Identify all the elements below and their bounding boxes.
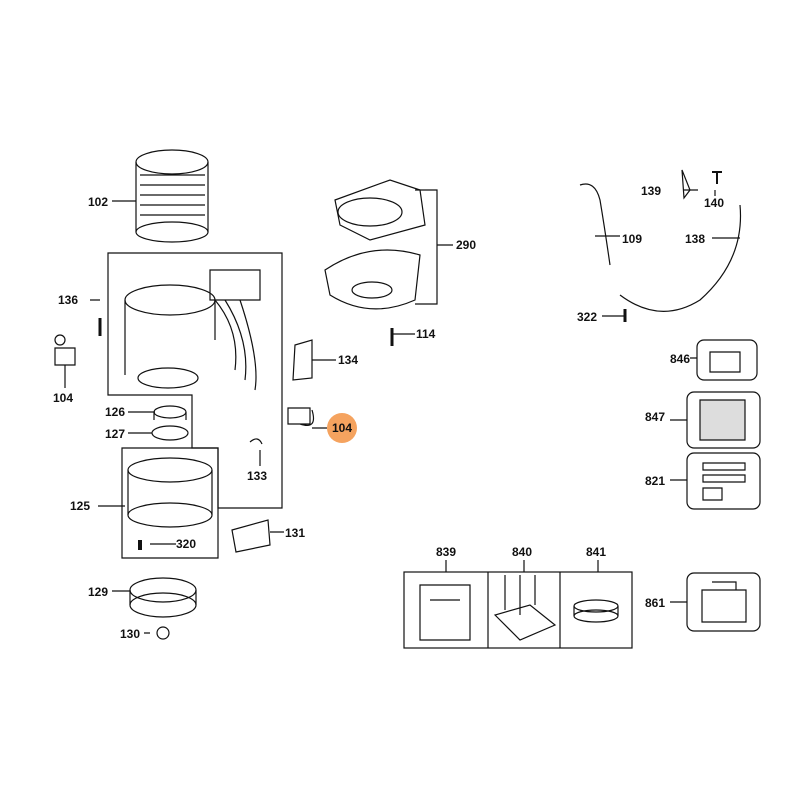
label-134[interactable]: 134	[338, 353, 359, 367]
nut-130	[156, 626, 170, 640]
leader-lines	[64, 189, 740, 634]
brush-104	[287, 407, 315, 426]
box-847	[686, 391, 761, 449]
label-130[interactable]: 130	[120, 627, 141, 641]
label-140[interactable]: 140	[704, 196, 725, 210]
label-125[interactable]: 125	[70, 499, 91, 513]
label-127[interactable]: 127	[105, 427, 126, 441]
label-126[interactable]: 126	[105, 405, 126, 419]
brush-holder-104	[54, 334, 76, 366]
gear-housing-part-290	[324, 179, 426, 310]
bracket-134	[292, 339, 313, 381]
label-104-brush-holder[interactable]: 104	[53, 391, 74, 405]
label-841[interactable]: 841	[586, 545, 607, 559]
label-109[interactable]: 109	[622, 232, 643, 246]
highlighted-label-104[interactable]: 104	[327, 413, 357, 443]
kit-box-row	[403, 560, 633, 649]
stator-part-102	[135, 149, 209, 243]
label-861[interactable]: 861	[645, 596, 666, 610]
label-139[interactable]: 139	[641, 184, 662, 198]
label-136[interactable]: 136	[58, 293, 79, 307]
box-861	[686, 572, 761, 632]
bracket-290	[415, 189, 453, 305]
ring-127	[151, 425, 189, 441]
ring-841	[573, 599, 619, 623]
label-290[interactable]: 290	[456, 238, 477, 252]
label-320[interactable]: 320	[176, 537, 197, 551]
spring-133	[249, 438, 263, 445]
label-129[interactable]: 129	[88, 585, 109, 599]
label-114[interactable]: 114	[416, 327, 436, 341]
cable-138	[619, 204, 742, 312]
bearing-126	[153, 405, 187, 420]
fan-housing-125	[127, 457, 213, 528]
fan-assembly-frame	[121, 447, 219, 559]
plate-131	[231, 519, 271, 553]
label-322[interactable]: 322	[577, 310, 598, 324]
label-131[interactable]: 131	[285, 526, 306, 540]
label-846[interactable]: 846	[670, 352, 691, 366]
stand-839	[419, 584, 471, 641]
label-839[interactable]: 839	[436, 545, 457, 559]
stand-840	[493, 575, 557, 641]
motor-housing-part	[124, 269, 261, 391]
screw-140	[712, 171, 722, 184]
switch-139	[681, 169, 691, 200]
label-138[interactable]: 138	[685, 232, 706, 246]
label-840[interactable]: 840	[512, 545, 533, 559]
cable-109	[579, 183, 611, 266]
label-821[interactable]: 821	[645, 474, 666, 488]
box-821	[686, 452, 761, 510]
box-846	[696, 339, 758, 381]
label-847[interactable]: 847	[645, 410, 666, 424]
label-133[interactable]: 133	[247, 469, 268, 483]
label-102[interactable]: 102	[88, 195, 109, 209]
fan-129	[129, 577, 197, 618]
